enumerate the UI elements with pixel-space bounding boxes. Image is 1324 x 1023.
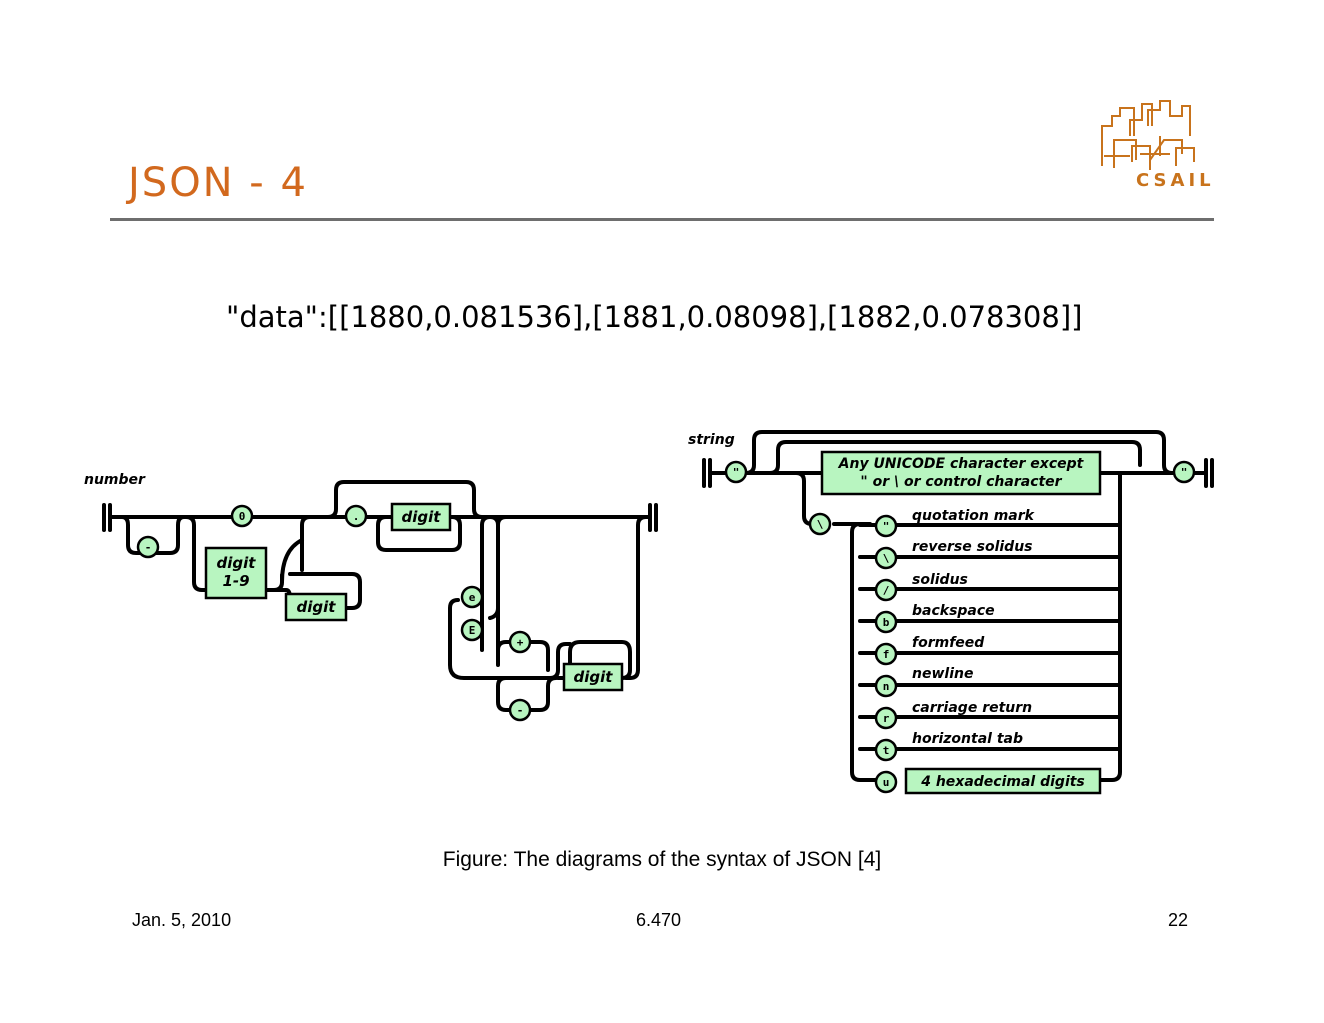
e-upper-token — [460, 618, 484, 642]
escape-n-label: newline — [912, 666, 973, 682]
escape-slash-token-text: / — [883, 584, 890, 597]
digit-box-exponent — [562, 662, 624, 692]
e-lower-token-text: e — [469, 591, 476, 604]
escape-f-token — [874, 642, 898, 666]
hex-digits-box-text: 4 hexadecimal digits — [920, 774, 1085, 790]
escape-quote-token — [874, 514, 898, 538]
digit-1-9-line1: digit — [217, 554, 257, 572]
e-upper-token-text: E — [469, 624, 476, 637]
digit-box-integer — [284, 592, 348, 622]
close-quote-token-text: " — [1181, 466, 1188, 479]
escape-backslash-token — [874, 546, 898, 570]
escape-f-label: formfeed — [912, 635, 985, 651]
escape-slash-token — [874, 578, 898, 602]
open-quote-token — [724, 460, 748, 484]
footer-course: 6.470 — [636, 910, 682, 930]
figure-caption: Figure: The diagrams of the syntax of JS… — [442, 848, 882, 871]
escape-quote-label: quotation mark — [912, 508, 1036, 524]
digit-box-exponent-text: digit — [574, 668, 614, 686]
number-diagram-label: number — [84, 472, 146, 488]
escape-t-token — [874, 738, 898, 762]
json-example: "data":[[1880,0.081536],[1881,0.08098],[… — [226, 300, 1083, 334]
unicode-char-box-line2: " or \ or control character — [860, 474, 1062, 490]
backslash-token — [808, 512, 832, 536]
escape-t-label: horizontal tab — [912, 731, 1023, 747]
zero-token-text: 0 — [239, 510, 246, 523]
escape-backslash-token-text: \ — [883, 552, 890, 565]
escape-n-token — [874, 674, 898, 698]
escape-r-token-text: r — [883, 712, 890, 725]
string-diagram: string " " Any UNICODE character except … — [688, 430, 1214, 795]
csail-logo-icon — [1101, 100, 1195, 170]
e-lower-token — [460, 585, 484, 609]
minus-token — [136, 535, 160, 559]
escape-b-label: backspace — [912, 603, 995, 619]
digit-box-fraction — [390, 502, 452, 532]
slide-title: JSON - 4 — [128, 160, 308, 206]
plus-token — [508, 630, 532, 654]
digit-1-9-box — [204, 546, 268, 600]
csail-logo-text: CSAIL — [1136, 170, 1215, 191]
hex-digits-box — [904, 767, 1102, 795]
unicode-char-box — [820, 450, 1102, 496]
escape-slash-label: solidus — [912, 572, 968, 588]
escape-backslash-label: reverse solidus — [912, 539, 1033, 555]
exp-minus-token-text: - — [517, 704, 524, 717]
escape-r-label: carriage return — [912, 700, 1032, 716]
footer-date: Jan. 5, 2010 — [132, 910, 232, 930]
footer-page-number: 22 — [1168, 910, 1189, 930]
escape-quote-token-text: " — [883, 520, 890, 533]
digit-box-integer-text: digit — [297, 598, 337, 616]
digit-box-fraction-text: digit — [402, 508, 442, 526]
unicode-char-box-line1: Any UNICODE character except — [838, 456, 1085, 472]
escape-r-token — [874, 706, 898, 730]
digit-1-9-line2: 1-9 — [222, 572, 249, 590]
string-diagram-label: string — [688, 432, 735, 448]
open-quote-token-text: " — [733, 466, 740, 479]
dot-token — [344, 504, 368, 528]
escape-t-token-text: t — [883, 744, 890, 757]
exp-minus-token — [508, 698, 532, 722]
plus-token-text: + — [517, 636, 524, 649]
escape-u-token-text: u — [883, 776, 890, 789]
escape-n-token-text: n — [883, 680, 890, 693]
escape-b-token-text: b — [883, 616, 890, 629]
escape-u-token — [874, 770, 898, 794]
title-divider — [110, 218, 1214, 221]
json-syntax-diagrams: .line { fill:none; stroke:#000; stroke-w… — [84, 430, 1214, 795]
close-quote-token — [1172, 460, 1196, 484]
backslash-token-text: \ — [817, 518, 824, 531]
escape-f-token-text: f — [883, 648, 890, 661]
zero-token — [230, 504, 254, 528]
dot-token-text: . — [353, 510, 360, 523]
number-diagram: number - 0 — [84, 472, 658, 722]
minus-token-text: - — [145, 541, 152, 554]
escape-b-token — [874, 610, 898, 634]
